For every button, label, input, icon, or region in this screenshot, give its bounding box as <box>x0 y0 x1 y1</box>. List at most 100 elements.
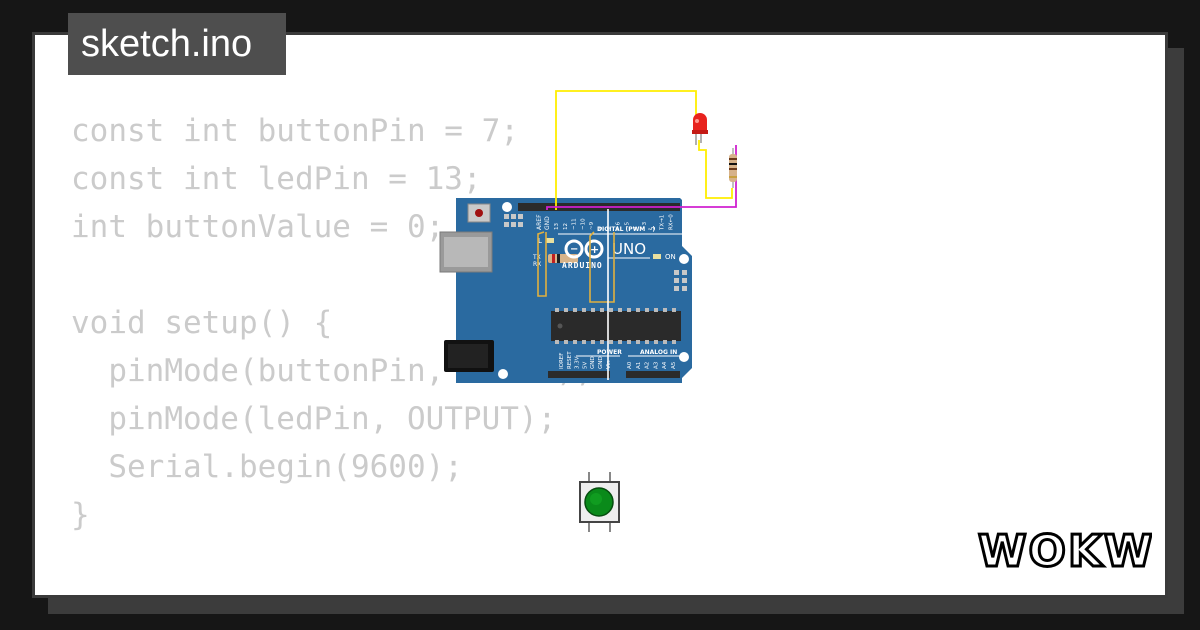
red-led[interactable] <box>692 113 708 145</box>
pin-label: 12 <box>563 223 569 230</box>
board-trace <box>537 231 547 297</box>
rx-label: RX <box>533 261 541 268</box>
logo-plus: + <box>590 243 599 256</box>
pushbutton[interactable] <box>579 472 620 532</box>
chip-pins <box>555 308 676 344</box>
chip-pin <box>600 308 604 312</box>
chip-pin <box>564 340 568 344</box>
chip-pin <box>618 308 622 312</box>
mount-hole <box>679 352 689 362</box>
chip-pin <box>645 308 649 312</box>
file-tab-label: sketch.ino <box>81 23 253 65</box>
chip-pin <box>573 340 577 344</box>
pin-label: RX←0 <box>668 214 674 230</box>
pin-label: ~3 <box>642 221 648 230</box>
file-tab[interactable]: sketch.ino <box>68 13 286 75</box>
chip-pin <box>654 308 658 312</box>
mount-hole <box>498 369 508 379</box>
chip-pin <box>582 308 586 312</box>
model-label: UNO <box>612 240 646 258</box>
chip-pin <box>591 308 595 312</box>
icsp-header-2 <box>674 270 687 291</box>
pin-label: ~10 <box>580 218 586 230</box>
wokwi-logo-text: WOKWi <box>978 526 1152 574</box>
chip-pin <box>609 340 613 344</box>
pin-label: 13 <box>554 223 560 230</box>
chip-pin <box>636 308 640 312</box>
icsp-header-1 <box>504 214 523 227</box>
chip-pin <box>555 340 559 344</box>
code-line: void loop() { <box>71 587 594 595</box>
code-line: int buttonValue = 0; <box>71 209 445 245</box>
chip-pin <box>663 308 667 312</box>
chip-pin <box>627 308 631 312</box>
wokwi-logo: WOKWi <box>976 524 1172 579</box>
power-jack-body <box>448 344 488 368</box>
chip-pin <box>564 308 568 312</box>
code-line: void setup() { <box>71 305 333 341</box>
pin-label: ~5 <box>624 221 630 230</box>
txrx-led-red <box>552 254 555 263</box>
logo-minus: − <box>570 244 578 255</box>
chip-pin <box>618 340 622 344</box>
chip-pin <box>663 340 667 344</box>
pin-label: RESET <box>567 351 573 369</box>
resistor[interactable] <box>729 148 737 188</box>
chip-pin <box>654 340 658 344</box>
board-trace <box>589 231 615 303</box>
microcontroller-chip <box>551 311 681 341</box>
chip-pin <box>555 308 559 312</box>
pin-label: GND <box>598 356 604 369</box>
pin-label: 2 <box>651 227 657 231</box>
reset-button-cap <box>475 209 483 217</box>
brand-label: ARDUINO <box>562 261 603 270</box>
pin-label: IOREF <box>559 353 565 369</box>
pin-label: A0 <box>627 361 633 369</box>
code-line: } <box>71 497 90 533</box>
pin-label: ~11 <box>572 218 578 230</box>
analog-header <box>626 371 680 378</box>
yellow-wire[interactable] <box>555 90 733 210</box>
chip-pin <box>600 340 604 344</box>
txrx-led-dark <box>557 254 560 263</box>
pin-label: 8 <box>598 226 604 230</box>
tx-label: TX <box>532 254 541 261</box>
pin-label: A5 <box>671 361 677 369</box>
power-label: POWER <box>597 349 622 356</box>
digital-label: DIGITAL (PWM ~) <box>597 226 655 233</box>
chip-pin <box>645 340 649 344</box>
l-led-label: L <box>538 237 542 245</box>
chip-pin <box>636 340 640 344</box>
arduino-logo-icon <box>564 239 604 259</box>
on-led <box>653 254 661 259</box>
chip-pin <box>672 308 676 312</box>
chip-notch <box>557 323 563 329</box>
mount-hole <box>679 254 689 264</box>
code-line: const int ledPin = 13; <box>71 161 482 197</box>
pin-label: A3 <box>653 361 659 369</box>
chip-pin <box>672 340 676 344</box>
l-led <box>546 238 554 243</box>
pin-label: GND <box>590 356 596 369</box>
aref-label: AREF <box>536 214 543 230</box>
power-header <box>548 371 610 378</box>
pin-label: 5V <box>582 362 588 369</box>
mount-hole <box>502 202 512 212</box>
pin-label: A1 <box>636 362 642 369</box>
code-line: Serial.begin(9600); <box>71 449 463 485</box>
chip-pin <box>573 308 577 312</box>
pin-label: ~9 <box>589 221 595 230</box>
analog-label: ANALOG IN <box>640 349 677 356</box>
chip-pin <box>591 340 595 344</box>
chip-pin <box>627 340 631 344</box>
wokwi-logo-mark: WOKWi <box>977 525 1172 579</box>
chip-pin <box>609 308 613 312</box>
pin-label: TX→1 <box>660 215 666 231</box>
code-editor: const int buttonPin = 7;const int ledPin… <box>71 107 594 595</box>
code-line: pinMode(ledPin, OUTPUT); <box>71 401 557 437</box>
chip-pin <box>582 340 586 344</box>
on-label: ON <box>665 253 676 261</box>
